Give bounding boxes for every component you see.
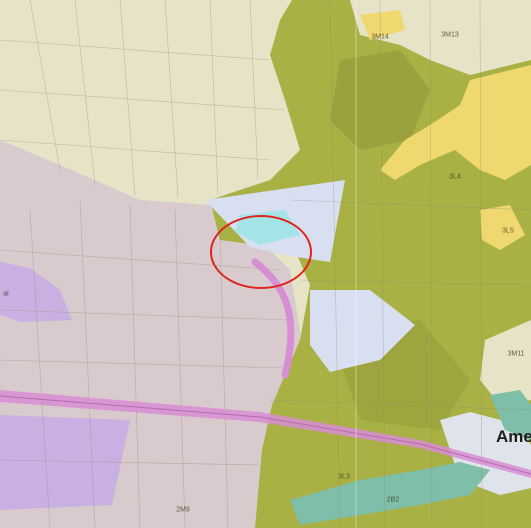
pale-blue-patch [310,290,415,372]
highway-center [0,395,531,475]
highlight-circle [210,215,312,289]
lavender-zone [0,262,72,322]
olive-dark-patch [330,50,430,150]
teal-band [290,462,490,525]
highway-band [0,390,531,478]
yellow-patch [360,10,405,40]
teal-band [490,390,531,440]
pale-zone-right [480,320,531,405]
lavender-zone [0,415,130,510]
yellow-patch [380,65,531,180]
yellow-patch [480,205,525,250]
town-label: Ame [496,427,531,446]
